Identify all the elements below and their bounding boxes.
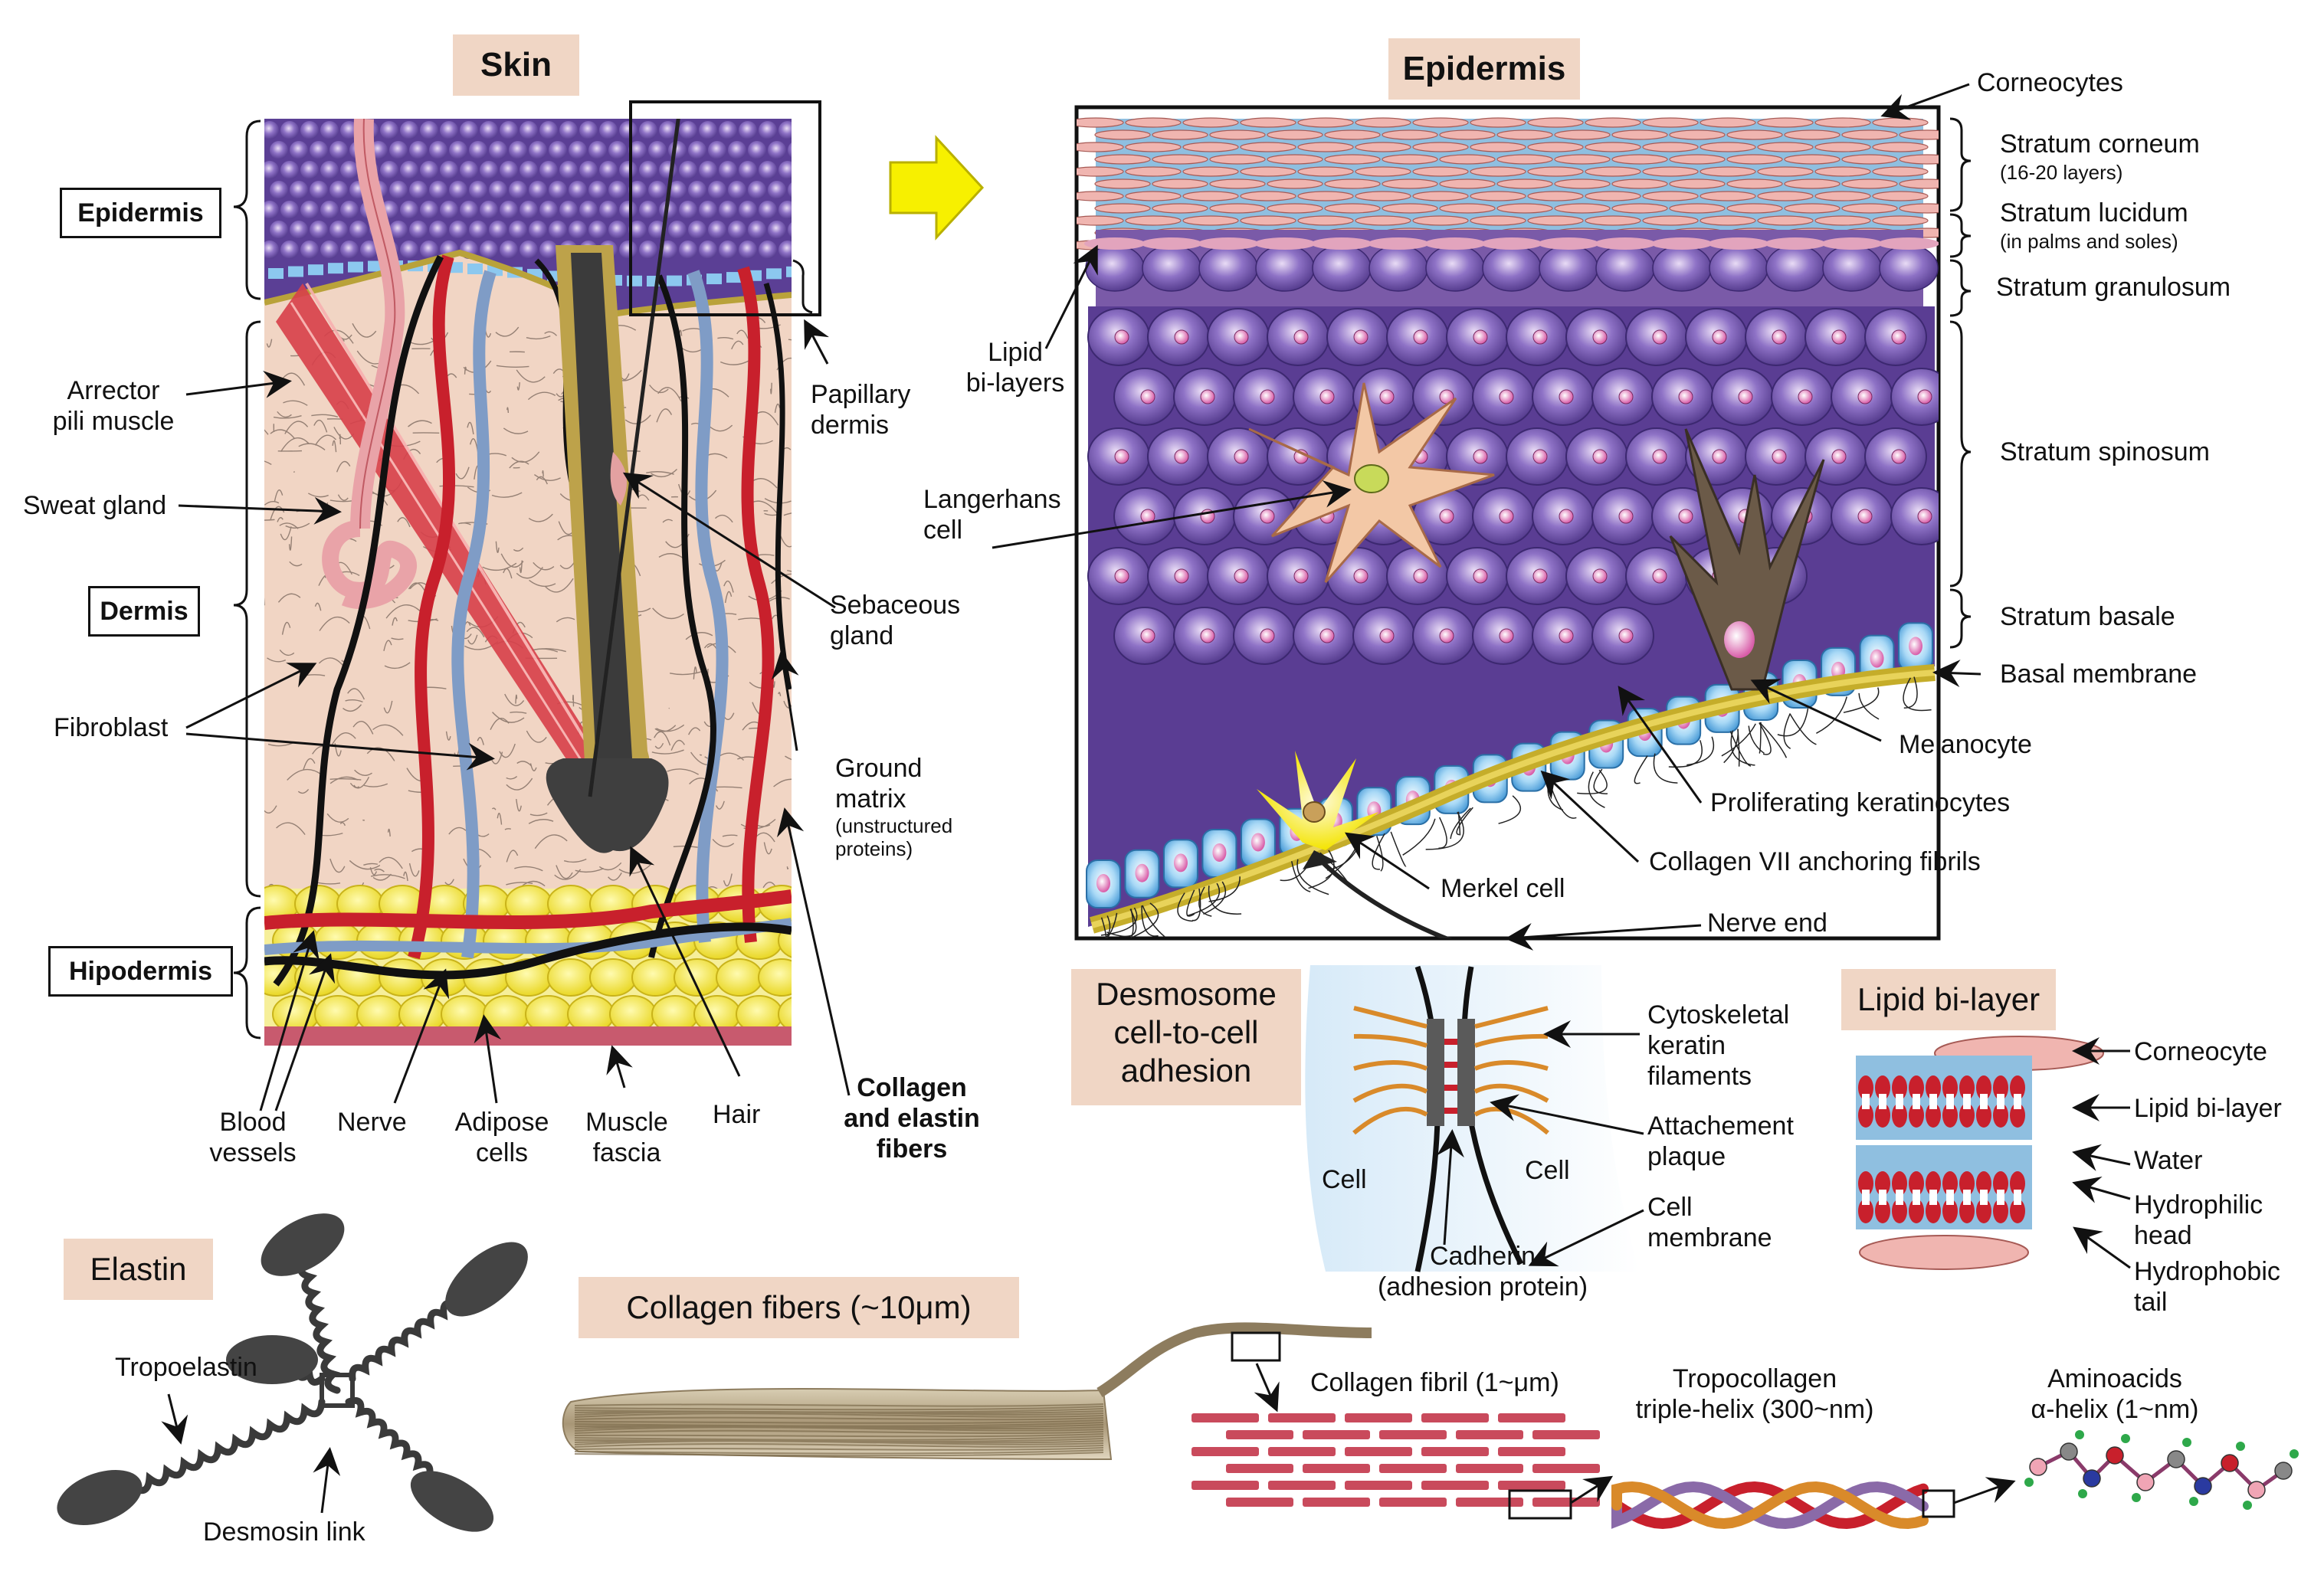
nerve-label: Nerve	[337, 1108, 407, 1137]
stratum-corneum-label: Stratum corneum	[2000, 129, 2200, 159]
collagen-vii-label: Collagen VII anchoring fibrils	[1649, 847, 1981, 876]
corneocytes-label: Corneocytes	[1977, 68, 2123, 97]
sweat-gland-label: Sweat gland	[23, 491, 167, 520]
collagen-fibers-title: Collagen fibers (~10μm)	[579, 1277, 1019, 1338]
basal-membrane-label: Basal membrane	[2000, 660, 2198, 689]
desmosin-link-label: Desmosin link	[203, 1517, 365, 1547]
nerve-end-label: Nerve end	[1707, 908, 1827, 938]
stratum-corneum-note: (16-20 layers)	[2000, 161, 2123, 184]
hipodermis-layer-box: Hipodermis	[48, 946, 233, 997]
merkel-cell-label: Merkel cell	[1441, 874, 1565, 903]
skin-cross-section	[264, 119, 792, 1046]
stratum-lucidum-note: (in palms and soles)	[2000, 230, 2178, 253]
lipid-bilayer-label: Lipid bi-layer	[2134, 1094, 2282, 1123]
cell-left-label: Cell	[1322, 1165, 1367, 1194]
tropoelastin-label: Tropoelastin	[115, 1353, 257, 1382]
stratum-spinosum-label: Stratum spinosum	[2000, 437, 2210, 466]
dermis-layer-box: Dermis	[88, 586, 200, 637]
skin-title: Skin	[453, 34, 579, 96]
epidermis-layer-box: Epidermis	[60, 188, 221, 238]
lipid-bilayer-title: Lipid bi-layer	[1841, 969, 2056, 1030]
fibroblast-label: Fibroblast	[54, 713, 169, 742]
hair-label: Hair	[713, 1100, 761, 1129]
stratum-basale-label: Stratum basale	[2000, 602, 2175, 631]
epidermis-title: Epidermis	[1388, 38, 1580, 100]
proliferating-keratinocytes-label: Proliferating keratinocytes	[1710, 788, 2011, 817]
elastin-title: Elastin	[64, 1239, 213, 1300]
cadherin-label: Cadherin(adhesion protein)	[1377, 1242, 1588, 1301]
stratum-lucidum-label: Stratum lucidum	[2000, 198, 2188, 228]
melanocyte-label: Melanocyte	[1899, 730, 2032, 759]
lipid-bilayer-art	[1856, 1036, 2104, 1270]
cell-right-label: Cell	[1525, 1156, 1570, 1185]
corneocyte-label: Corneocyte	[2134, 1037, 2267, 1066]
stratum-granulosum-label: Stratum granulosum	[1996, 273, 2231, 302]
epidermis-detail	[1077, 117, 1939, 938]
collagen-fibril-label: Collagen fibril (1~μm)	[1310, 1368, 1559, 1397]
water-label: Water	[2134, 1146, 2203, 1175]
